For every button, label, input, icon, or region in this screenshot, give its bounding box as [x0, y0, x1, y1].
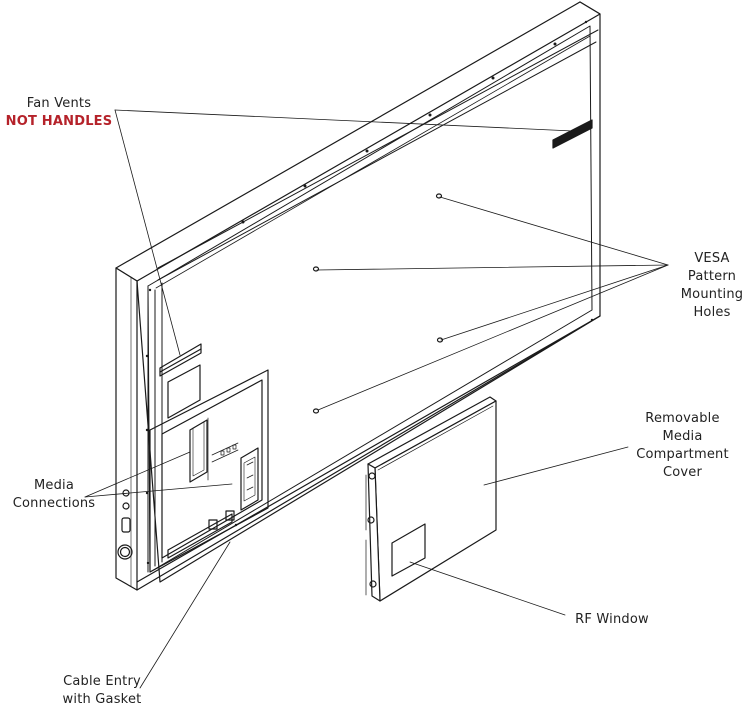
label-cover-line2: Media: [662, 429, 703, 444]
label-vesa-line4: Holes: [693, 305, 731, 320]
enclosure-body: [115, 1, 601, 591]
label-removable-cover: Removable Media Compartment Cover: [630, 410, 735, 482]
fan-vent-lower: [159, 343, 202, 377]
label-vesa-line2: Pattern: [687, 269, 737, 284]
label-cable-line1: Cable Entry: [63, 674, 141, 689]
label-media-connections: Media Connections: [4, 477, 104, 513]
label-fan-vents: Fan Vents NOT HANDLES: [2, 95, 116, 131]
label-cover-line1: Removable: [645, 411, 720, 426]
vesa-holes: [312, 193, 444, 414]
label-cover-line4: Cover: [662, 465, 703, 480]
label-media-line2: Connections: [12, 496, 96, 511]
removable-cover: [365, 396, 497, 602]
lower-vent-square: [167, 364, 201, 419]
label-cover-line3: Compartment: [636, 447, 729, 462]
rf-window-square: [391, 523, 426, 577]
label-not-handles-warning: NOT HANDLES: [5, 114, 113, 129]
leader-lines: [84, 109, 669, 689]
label-cable-line2: with Gasket: [62, 692, 142, 707]
label-cable-entry: Cable Entry with Gasket: [52, 673, 152, 709]
label-rf-window: RF Window: [562, 611, 662, 629]
label-vesa-line1: VESA: [694, 251, 730, 266]
fan-vent-upper: [552, 119, 593, 149]
label-vesa-line3: Mounting: [680, 287, 744, 302]
label-vesa-holes: VESA Pattern Mounting Holes: [672, 250, 751, 322]
label-fan-vents-text: Fan Vents: [26, 96, 92, 111]
label-rf-window-text: RF Window: [575, 612, 649, 627]
side-panel-ports: [117, 489, 133, 560]
media-compartment: [149, 369, 269, 573]
recessed-back-panel: [147, 25, 599, 573]
label-media-line1: Media: [33, 478, 75, 493]
